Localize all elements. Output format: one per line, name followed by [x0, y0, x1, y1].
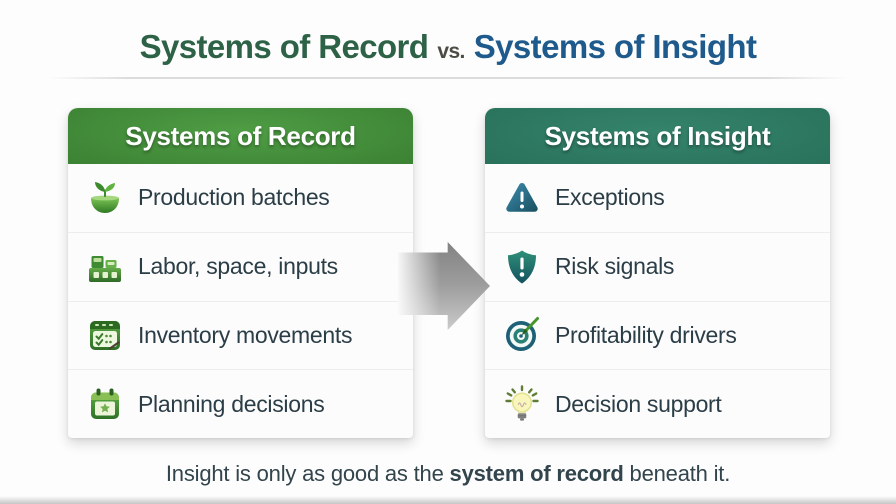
caption-prefix: Insight is only as good as the: [165, 461, 450, 486]
title-vs: vs.: [437, 40, 465, 63]
title-divider: [48, 77, 848, 79]
record-card-body: Production batches L: [68, 164, 413, 438]
insight-card: Systems of Insight Exceptions: [485, 108, 830, 438]
checklist-icon: [85, 315, 125, 355]
calendar-icon: [85, 384, 125, 424]
list-item: Production batches: [68, 164, 413, 232]
record-card-header: Systems of Record: [68, 108, 413, 164]
footer-caption: Insight is only as good as the system of…: [0, 461, 896, 487]
list-item-label: Inventory movements: [138, 321, 353, 348]
insight-card-title: Systems of Insight: [544, 120, 771, 151]
caption-suffix: beneath it.: [623, 461, 731, 486]
list-item-label: Production batches: [138, 184, 330, 211]
list-item: Exceptions: [485, 164, 830, 232]
list-item: Inventory movements: [68, 300, 413, 370]
seedling-icon: [85, 178, 125, 218]
list-item-label: Decision support: [555, 390, 722, 417]
lightbulb-icon: [502, 384, 542, 424]
list-item: Decision support: [485, 369, 830, 438]
list-item-label: Exceptions: [555, 184, 665, 211]
record-card: Systems of Record Production batches: [68, 108, 413, 438]
blocks-icon: [85, 247, 125, 287]
warning-triangle-icon: [502, 178, 542, 218]
bottom-shadow: [0, 496, 896, 504]
list-item-label: Risk signals: [555, 253, 675, 280]
list-item: Planning decisions: [68, 369, 413, 438]
caption-emphasis: system of record: [449, 461, 624, 486]
record-card-title: Systems of Record: [125, 120, 356, 151]
title-insight: Systems of Insight: [473, 28, 757, 65]
list-item-label: Labor, space, inputs: [138, 253, 338, 280]
list-item: Labor, space, inputs: [68, 231, 413, 301]
title-record: Systems of Record: [139, 28, 429, 65]
shield-alert-icon: [502, 247, 542, 287]
list-item-label: Profitability drivers: [555, 321, 737, 348]
list-item-label: Planning decisions: [138, 390, 325, 417]
insight-card-header: Systems of Insight: [485, 108, 830, 164]
list-item: Profitability drivers: [485, 300, 830, 370]
page-title: Systems of Record vs. Systems of Insight: [0, 26, 896, 73]
list-item: Risk signals: [485, 231, 830, 301]
insight-card-body: Exceptions Risk signals: [485, 164, 830, 438]
target-icon: [502, 315, 542, 355]
